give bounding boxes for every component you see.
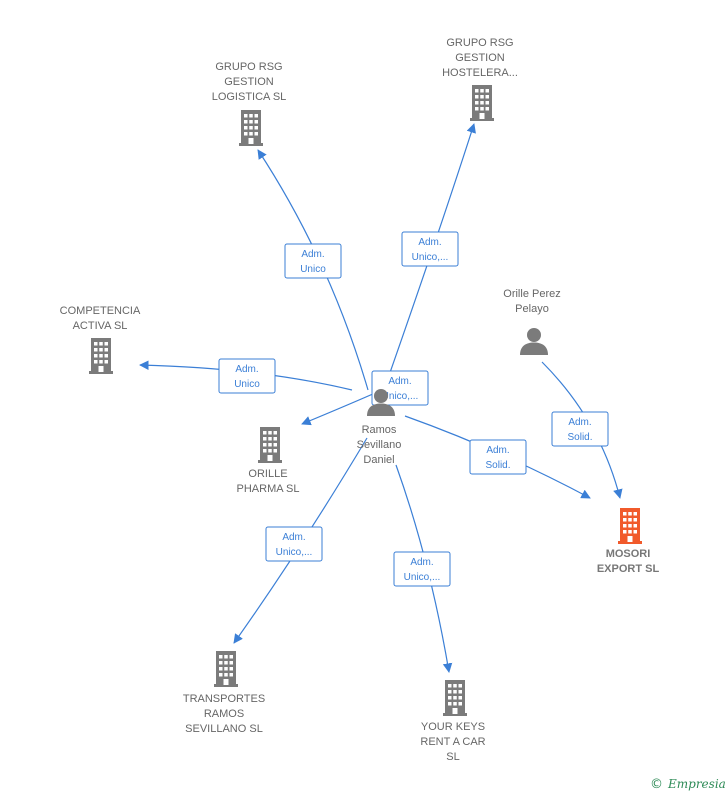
building-icon [239,110,263,146]
relation-label-box[interactable]: Adm. Unico,... [393,551,451,587]
node-label-line: Pelayo [515,303,549,315]
relation-label-line: Unico,... [412,252,449,263]
node-label-line: MOSORI [606,548,651,560]
node-label-line: ACTIVA SL [73,320,128,332]
building-icon [258,427,282,463]
relation-label-frame [284,243,342,279]
relation-label-line: Unico,... [404,572,441,583]
relation-edge[interactable]: Adm. Solid. [541,361,623,499]
building-icon [89,338,113,374]
relation-label-box[interactable]: Adm. Solid. [551,411,609,447]
relation-label-line: Unico [300,264,326,275]
node-label-line: ORILLE [248,468,287,480]
building-icon [470,85,494,121]
company-node-competencia[interactable]: COMPETENCIA ACTIVA SL [60,305,141,374]
relation-label-line: Adm. [568,417,591,428]
relation-label-box[interactable]: Adm. Unico [218,358,276,394]
relation-edge[interactable]: Adm. Solid. [404,415,591,499]
relation-label-box[interactable]: Adm. Unico [284,243,342,279]
building-icon [443,680,467,716]
relation-edge[interactable]: Adm. Unico,... [233,437,368,644]
node-label-line: Orille Perez [503,288,560,300]
node-label-line: Sevillano [357,439,402,451]
relation-edge[interactable]: Adm. Unico [139,358,353,394]
relation-label-box[interactable]: Adm. Unico,... [265,526,323,562]
company-node-mosori[interactable]: MOSORI EXPORT SL [597,508,660,575]
relation-label-line: Unico [234,379,260,390]
node-label-line: SEVILLANO SL [185,723,263,735]
relation-label-box[interactable]: Adm. Unico,... [401,231,459,267]
relation-label-line: Solid. [485,460,510,471]
node-label-line: GESTION [455,52,505,64]
node-label-line: RAMOS [204,708,244,720]
watermark: © Empresia [650,777,726,792]
relation-label-line: Adm. [486,445,509,456]
relation-label-frame [265,526,323,562]
relation-edge[interactable]: Adm. Unico,... [393,464,453,673]
node-label-line: EXPORT SL [597,563,660,575]
relation-label-frame [218,358,276,394]
building-icon [618,508,642,544]
node-label-line: PHARMA SL [237,483,300,495]
relation-label-box[interactable]: Adm. Solid. [469,439,527,475]
copyright-icon: © [650,777,663,792]
node-label-line: SL [446,751,459,763]
relation-label-line: Unico,... [276,547,313,558]
company-node-rsg-log[interactable]: GRUPO RSG GESTION LOGISTICA SL [212,61,287,146]
node-label-line: YOUR KEYS [421,721,485,733]
node-label-line: Ramos [362,424,397,436]
person-icon [520,328,548,355]
node-label-line: TRANSPORTES [183,693,265,705]
relation-label-line: Unico,... [382,391,419,402]
company-node-transportes[interactable]: TRANSPORTES RAMOS SEVILLANO SL [183,651,265,735]
relation-label-frame [551,411,609,447]
relation-label-line: Adm. [388,376,411,387]
relation-label-line: Adm. [301,249,324,260]
relation-label-frame [401,231,459,267]
relation-label-frame [469,439,527,475]
relation-label-line: Solid. [567,432,592,443]
node-label-line: GESTION [224,76,274,88]
node-label-line: HOSTELERA... [442,67,518,79]
relation-label-frame [393,551,451,587]
relation-label-line: Adm. [235,364,258,375]
node-label-line: COMPETENCIA [60,305,141,317]
relation-edge[interactable]: Adm. Unico,... [385,123,476,385]
building-icon [214,651,238,687]
relation-label-line: Adm. [410,557,433,568]
relation-label-line: Adm. [282,532,305,543]
company-node-yourkeys[interactable]: YOUR KEYS RENT A CAR SL [420,680,486,763]
company-node-orille-pharma[interactable]: ORILLE PHARMA SL [237,427,300,495]
node-label-line: GRUPO RSG [215,61,282,73]
node-label-line: RENT A CAR [420,736,485,748]
watermark-text: Empresia [667,777,726,791]
relation-edge[interactable]: Adm. Unico [257,149,369,391]
node-label-line: GRUPO RSG [446,37,513,49]
node-label-line: LOGISTICA SL [212,91,287,103]
company-node-rsg-host[interactable]: GRUPO RSG GESTION HOSTELERA... [442,37,518,121]
node-label-line: Daniel [363,454,394,466]
relation-label-line: Adm. [418,237,441,248]
